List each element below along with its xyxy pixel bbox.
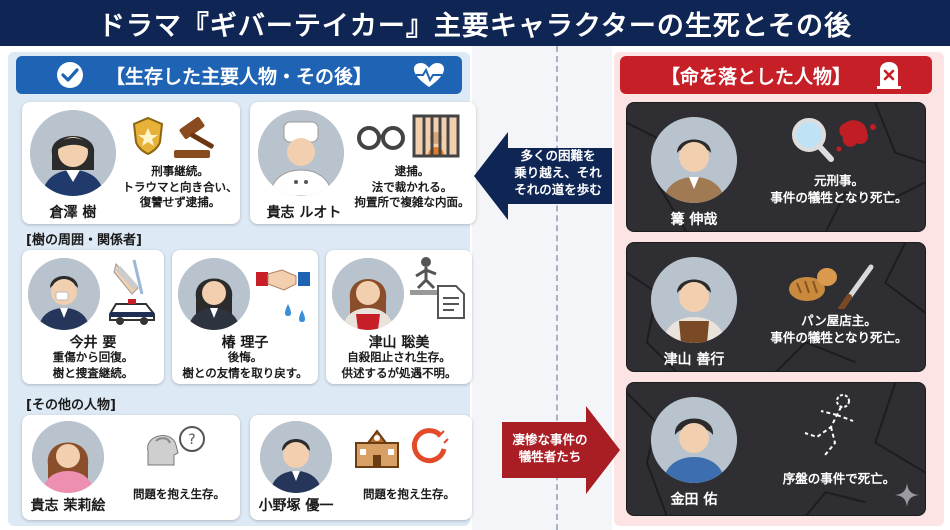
- deceased-banner: 【命を落とした人物】: [620, 56, 932, 94]
- check-circle-icon: [56, 61, 84, 89]
- card-imai-kaname: 今井 要 重傷から回復。 樹と捜査継続。: [22, 250, 164, 384]
- character-desc: 元刑事。 事件の犠牲となり死亡。: [770, 173, 908, 205]
- character-name: 金田 佑: [670, 492, 718, 508]
- card-tsuyama-yoshiyuki: 津山 善行 パン屋店主。 事件の犠牲となり死亡。: [626, 242, 926, 372]
- sling-arm-icon: [112, 258, 146, 298]
- body-outline-icon: [795, 393, 867, 459]
- head-question-icon: ?: [142, 425, 206, 469]
- card-tsubaki-riko: 椿 理子 後悔。 樹との友情を取り戻す。: [172, 250, 318, 384]
- character-desc: 刑事継続。 トラウマと向き合い、 復讐せず逮捕。: [122, 164, 238, 210]
- avatar: [651, 117, 737, 203]
- avatar: [30, 110, 116, 196]
- card-onozuka-yuichi: 小野塚 優一 問題を抱え生存。: [250, 415, 472, 520]
- heart-pulse-icon: [412, 61, 446, 89]
- character-desc: 逮捕。 法で裁かれる。 拘置所で複雑な内面。: [354, 164, 470, 210]
- prison-bars-icon: [412, 114, 460, 158]
- character-desc: 問題を抱え生存。: [133, 487, 225, 501]
- dashed-divider: [556, 46, 558, 530]
- gavel-icon: [170, 114, 226, 160]
- character-name: 貴志 ルオト: [266, 205, 342, 221]
- survivors-banner: 【生存した主要人物・その後】: [16, 56, 462, 94]
- character-desc: 重傷から回復。 樹と捜査継続。: [52, 350, 134, 380]
- deceased-banner-text: 【命を落とした人物】: [660, 65, 851, 88]
- card-tsuyama-satomi: 津山 聡美 自殺阻止され生存。 供述するが処遇不明。: [326, 250, 472, 384]
- avatar: [651, 397, 737, 483]
- police-car-icon: [106, 296, 158, 326]
- gravestone-icon: [874, 60, 904, 90]
- card-kishi-marie: ? 貴志 茉莉絵 問題を抱え生存。: [22, 415, 240, 520]
- arrow-right-deceased: [502, 402, 620, 498]
- section-label-others: [その他の人物]: [26, 398, 116, 413]
- arrow-bottom-text: 凄惨な事件の 犠牲者たち: [512, 432, 588, 464]
- character-name: 篝 伸哉: [670, 212, 718, 228]
- avatar: [32, 421, 104, 493]
- character-name: 貴志 茉莉絵: [30, 498, 106, 514]
- avatar: [260, 421, 332, 493]
- document-icon: [436, 284, 466, 320]
- bread-knife-icon: [787, 259, 877, 309]
- avatar: [651, 257, 737, 343]
- character-desc: パン屋店主。 事件の犠牲となり死亡。: [770, 313, 908, 345]
- school-building-icon: [354, 425, 400, 469]
- police-badge-icon: [130, 116, 166, 156]
- section-label-around: [樹の周囲・関係者]: [26, 233, 142, 248]
- handcuffs-icon: [356, 120, 406, 154]
- character-desc: 後悔。 樹との友情を取り戻す。: [182, 350, 308, 380]
- broken-ring-icon: [410, 427, 450, 467]
- card-kishi-ruoto: 貴志 ルオト 逮捕。 法で裁かれる。 拘置所で複雑な内面。: [250, 102, 476, 224]
- avatar: [332, 258, 404, 330]
- character-name: 小野塚 優一: [258, 498, 334, 514]
- card-kaneda-yu: 金田 佑 序盤の事件で死亡。: [626, 382, 926, 516]
- person-on-ledge-icon: [410, 256, 442, 296]
- avatar: [178, 258, 250, 330]
- character-desc: 自殺阻止され生存。 供述するが処遇不明。: [341, 350, 457, 380]
- character-name: 津山 善行: [663, 352, 725, 368]
- avatar: [28, 258, 100, 330]
- sparkle-icon: [893, 481, 921, 509]
- character-name: 椿 理子: [221, 335, 269, 351]
- avatar: [258, 110, 344, 196]
- card-kurasawa-itsuki: 倉澤 樹 刑事継続。 トラウマと向き合い、 復讐せず逮捕。: [22, 102, 240, 224]
- character-name: 今井 要: [69, 335, 117, 351]
- svg-text:?: ?: [188, 432, 195, 448]
- handshake-icon: [256, 262, 310, 296]
- crack-texture: [627, 243, 925, 371]
- survivors-banner-text: 【生存した主要人物・その後】: [105, 65, 372, 88]
- character-desc: 序盤の事件で死亡。: [782, 471, 896, 486]
- character-name: 津山 聡美: [368, 335, 430, 351]
- magnifier-blood-icon: [787, 115, 877, 171]
- tears-icon: [282, 300, 312, 326]
- title-bar: ドラマ『ギバーテイカー』主要キャラクターの生死とその後: [0, 0, 950, 46]
- arrow-top-text: 多くの困難を 乗り越え、それ それの道を歩む: [514, 148, 602, 197]
- character-desc: 問題を抱え生存。: [363, 487, 455, 501]
- arrow-left-survivors: [474, 128, 612, 224]
- character-name: 倉澤 樹: [49, 205, 97, 221]
- page-title: ドラマ『ギバーテイカー』主要キャラクターの生死とその後: [97, 10, 853, 42]
- card-kagari-shinya: 篝 伸哉 元刑事。 事件の犠牲となり死亡。: [626, 102, 926, 232]
